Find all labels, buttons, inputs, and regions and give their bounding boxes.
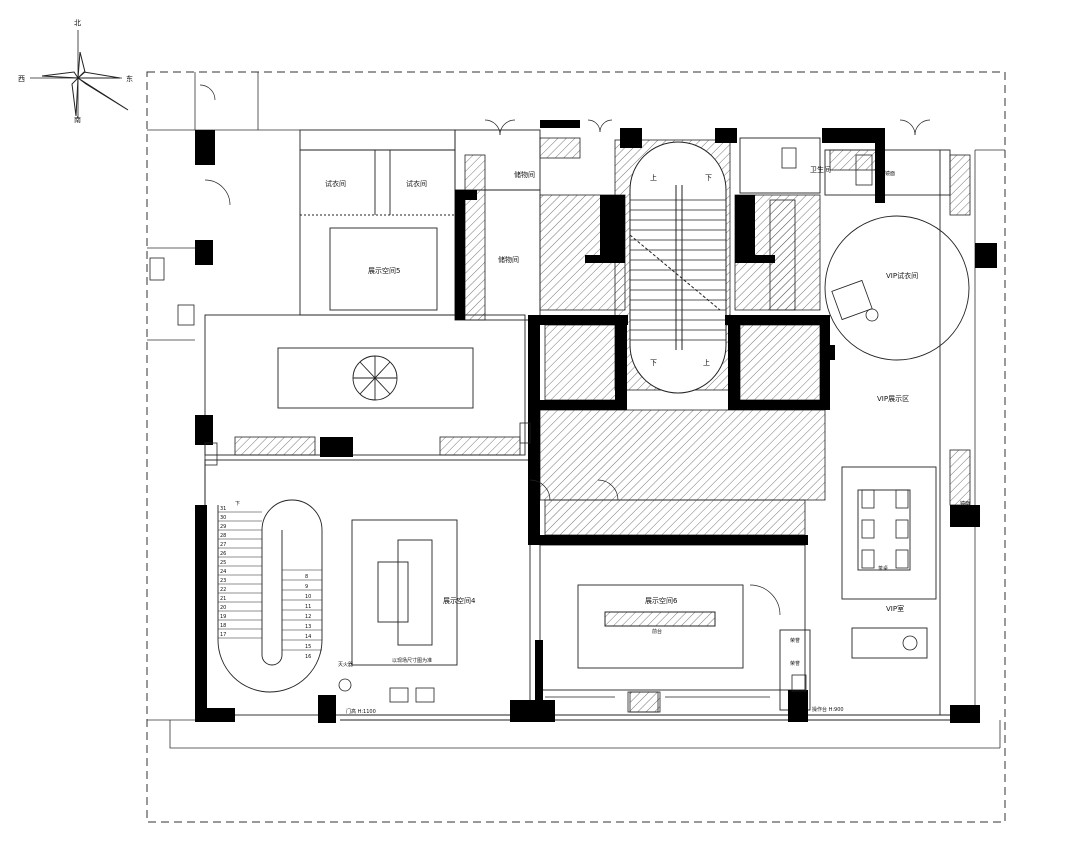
central-stair	[629, 141, 727, 394]
small-tag-right-2: 荣誉	[790, 660, 800, 667]
stair-down-top-label: 下	[705, 174, 712, 182]
compass-west-label: 西	[18, 75, 25, 83]
site-boundary	[146, 71, 1006, 823]
fitting-room-1-label: 试衣间	[325, 179, 346, 188]
interior-partitions	[204, 129, 970, 721]
stair-step-number: 27	[220, 542, 226, 548]
stair-step-number: 31	[220, 506, 226, 512]
compass-rose-icon	[30, 30, 129, 118]
stair-step-number: 14	[305, 634, 311, 640]
vip-room-label: VIP室	[886, 604, 904, 613]
stair-step-number: 17	[220, 632, 226, 638]
stair-step-number: 30	[220, 515, 226, 521]
stair-up-bottom-label: 上	[703, 358, 710, 367]
display-space-6-label: 展示空间6	[645, 596, 678, 605]
bottom-right-note: 操作台 H:900	[812, 706, 844, 713]
stair-up-top-label: 上	[650, 173, 657, 182]
compass-south-label: 南	[74, 115, 81, 124]
stair-step-number: 16	[305, 654, 311, 660]
stair-step-number: 8	[305, 574, 308, 580]
stair-step-number: 15	[305, 644, 311, 650]
stair-step-number: 25	[220, 560, 226, 566]
counter-label: 前台	[652, 628, 662, 635]
small-tag-2: 镜面	[960, 500, 970, 507]
stair-step-number: 20	[220, 605, 226, 611]
vip-display-area-label: VIP展示区	[877, 395, 909, 403]
tea-table-label: 茶桌	[878, 565, 888, 572]
spiral-stair-down-label: 下	[235, 501, 240, 507]
storage-room-mid-label: 储物间	[498, 255, 519, 264]
hatched-areas	[234, 137, 971, 713]
compass-north-label: 北	[74, 19, 81, 27]
display-space-5-label: 展示空间5	[368, 266, 400, 275]
storage-room-top-label: 储物间	[514, 170, 535, 179]
stair-step-number: 23	[220, 578, 226, 584]
stair-step-number: 9	[305, 584, 308, 590]
door-swings	[199, 84, 931, 616]
restroom-label: 卫生间	[810, 165, 831, 174]
stair-step-number: 12	[305, 614, 311, 620]
stair-step-number: 13	[305, 624, 311, 630]
vip-fitting-room-label: VIP试衣间	[886, 271, 918, 280]
stair-step-number: 24	[220, 569, 226, 575]
stair-step-number: 29	[220, 524, 226, 530]
furniture-fixtures	[149, 147, 918, 713]
stair-step-number: 28	[220, 533, 226, 539]
stair-step-number: 11	[305, 604, 311, 610]
stair-step-number: 18	[220, 623, 226, 629]
small-tag-1: 镜面	[885, 170, 895, 177]
stair-step-number: 19	[220, 614, 226, 620]
spiral-stair-step-numbers-left: 31 30 29 28 27 26 25 24 23 22 21 20 19 18 17	[220, 506, 226, 638]
small-tag-3: 灭火器	[338, 662, 353, 668]
fitting-room-2-label: 试衣间	[406, 179, 427, 188]
bottom-left-note: 门高 H:1100	[346, 708, 376, 715]
spiral-stair	[217, 499, 323, 693]
display-space-4-note: 以现场尺寸图为准	[392, 657, 432, 664]
stair-step-number: 22	[220, 587, 226, 593]
stair-down-bottom-label: 下	[650, 359, 657, 367]
stair-step-number: 21	[220, 596, 226, 602]
structural-walls	[195, 120, 997, 723]
display-space-4-label: 展示空间4	[443, 596, 476, 605]
compass-east-label: 东	[126, 74, 133, 83]
stair-step-number: 26	[220, 551, 226, 557]
spiral-stair-step-numbers-right: 8 9 10 11 12 13 14 15 16	[305, 574, 311, 660]
stair-step-number: 10	[305, 594, 311, 600]
small-tag-right-1: 荣誉	[790, 637, 800, 644]
